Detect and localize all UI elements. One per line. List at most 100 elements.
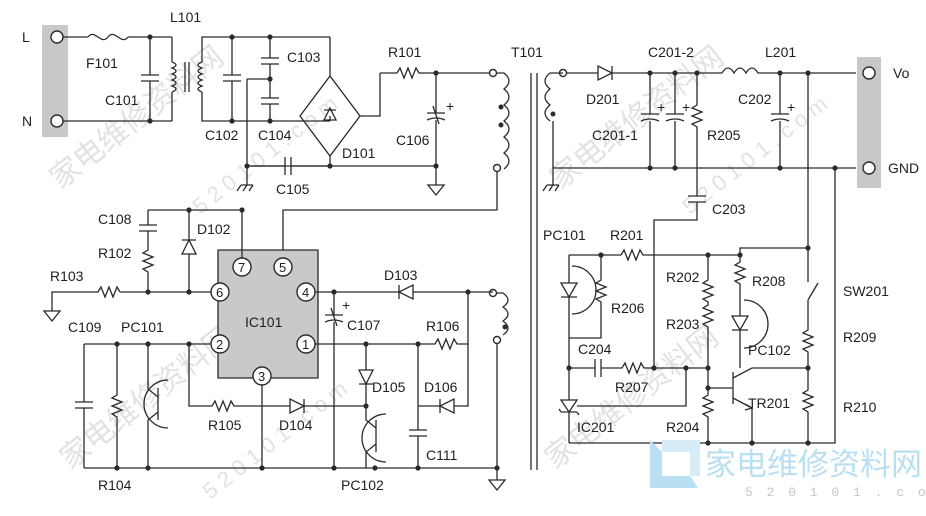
inductor-L101-b <box>197 61 204 93</box>
capacitor-C108-resistor-R102 <box>139 210 157 292</box>
t101-primary-winding <box>497 72 510 170</box>
wire <box>201 36 330 122</box>
capacitor-C201-1 <box>640 73 660 168</box>
ground-icon <box>487 344 507 492</box>
label-C203: C203 <box>712 201 746 217</box>
diode-D105 <box>357 344 375 406</box>
label-R203: R203 <box>666 316 700 332</box>
label-L: L <box>22 29 30 45</box>
svg-text:+: + <box>657 99 665 115</box>
label-R202: R202 <box>666 269 700 285</box>
capacitor-C101 <box>141 37 159 121</box>
label-C109: C109 <box>68 319 102 335</box>
label-L201: L201 <box>765 44 796 60</box>
capacitor-C103-C104 <box>261 37 279 121</box>
logo-url: 5 2 0 1 0 1 . c o m <box>745 485 926 500</box>
transistor-TR201 <box>708 367 808 443</box>
label-D104: D104 <box>279 417 313 433</box>
cap-arrow <box>432 105 440 125</box>
label-C204: C204 <box>578 341 612 357</box>
label-C103: C103 <box>287 49 321 65</box>
gnd-rail <box>569 168 836 444</box>
capacitor-C111 <box>409 344 427 468</box>
label-R205: R205 <box>707 127 741 143</box>
resistor-R208-pc102-led <box>730 255 750 368</box>
label-C202: C202 <box>738 91 772 107</box>
label-C108: C108 <box>98 211 132 227</box>
label-F101: F101 <box>86 55 118 71</box>
fuse-F101 <box>87 33 129 41</box>
label-GND: GND <box>888 160 919 176</box>
bridge-diode-symbol <box>322 106 338 121</box>
label-R106: R106 <box>426 318 460 334</box>
optocoupler-PC101-led <box>559 255 579 338</box>
label-D102: D102 <box>197 221 231 237</box>
capacitor-C204-resistor-R207 <box>569 359 708 377</box>
label-C201-1: C201-1 <box>592 127 638 143</box>
pin-1: 1 <box>302 337 309 352</box>
wire <box>360 72 397 117</box>
label-PC102-secondary: PC102 <box>748 342 791 358</box>
ground-icon <box>426 184 446 197</box>
label-R105: R105 <box>208 417 242 433</box>
label-R204: R204 <box>666 419 700 435</box>
pin-7: 7 <box>238 260 245 275</box>
label-PC101-primary: PC101 <box>121 319 164 335</box>
watermark-url: 5 2 0 1 0 1 . c o m <box>188 91 342 219</box>
label-R201: R201 <box>610 227 644 243</box>
terminal-Vo <box>862 66 876 80</box>
opto-body-arc <box>743 299 769 349</box>
label-C111: C111 <box>426 447 458 463</box>
terminal-N <box>50 114 64 128</box>
resistor-R105-diode-D104 <box>188 344 366 415</box>
pin-4: 4 <box>302 285 309 300</box>
label-D105: D105 <box>372 379 406 395</box>
shunt-regulator-IC201 <box>558 338 580 443</box>
capacitor-C109 <box>75 344 93 468</box>
resistor-R104 <box>110 344 124 468</box>
chassis-ground-icon <box>236 184 254 192</box>
pin-6: 6 <box>216 285 223 300</box>
ground-icon <box>42 310 62 323</box>
svg-text:+: + <box>342 297 350 313</box>
label-R104: R104 <box>98 477 132 493</box>
label-C101: C101 <box>105 92 139 108</box>
watermark-url: 5 2 0 1 0 1 . c o m <box>678 91 832 219</box>
ic101-pin-5 <box>273 257 293 277</box>
resistor-R204 <box>701 368 715 443</box>
label-C102: C102 <box>205 127 239 143</box>
resistor-R103 <box>51 285 211 311</box>
t101-pin <box>488 288 498 298</box>
inductor-L201 <box>721 67 856 75</box>
pin-2: 2 <box>216 337 223 352</box>
site-logo: 家电维修资料网 5 2 0 1 0 1 . c o m <box>650 440 926 500</box>
label-R103: R103 <box>50 268 84 284</box>
label-D101: D101 <box>342 145 376 161</box>
capacitor-C203 <box>653 185 706 368</box>
t101-pin <box>488 68 498 78</box>
label-Vo: Vo <box>893 65 910 81</box>
label-T101: T101 <box>511 44 543 60</box>
label-R206: R206 <box>611 300 645 316</box>
chassis-ground-icon <box>542 121 560 192</box>
label-C201-2: C201-2 <box>648 44 694 60</box>
label-R210: R210 <box>843 399 877 415</box>
capacitor-C102 <box>223 37 241 121</box>
label-PC102-primary: PC102 <box>341 477 384 493</box>
t101-pin <box>492 163 502 173</box>
diode-D201 <box>567 64 722 82</box>
label-TR201: TR201 <box>748 395 790 411</box>
label-D201: D201 <box>586 91 620 107</box>
resistor-R201 <box>569 247 808 262</box>
diode-D106 <box>418 344 469 415</box>
diode-D103 <box>315 283 493 301</box>
label-IC101: IC101 <box>245 314 283 330</box>
label-C107: C107 <box>347 317 381 333</box>
inductor-L101-a <box>170 61 177 93</box>
pin-3: 3 <box>258 369 265 384</box>
t101-aux-winding <box>497 292 509 336</box>
opto-body-arc <box>571 265 597 315</box>
label-PC101-secondary: PC101 <box>543 227 586 243</box>
label-R207: R207 <box>615 379 649 395</box>
resistor-R206 <box>569 255 608 339</box>
